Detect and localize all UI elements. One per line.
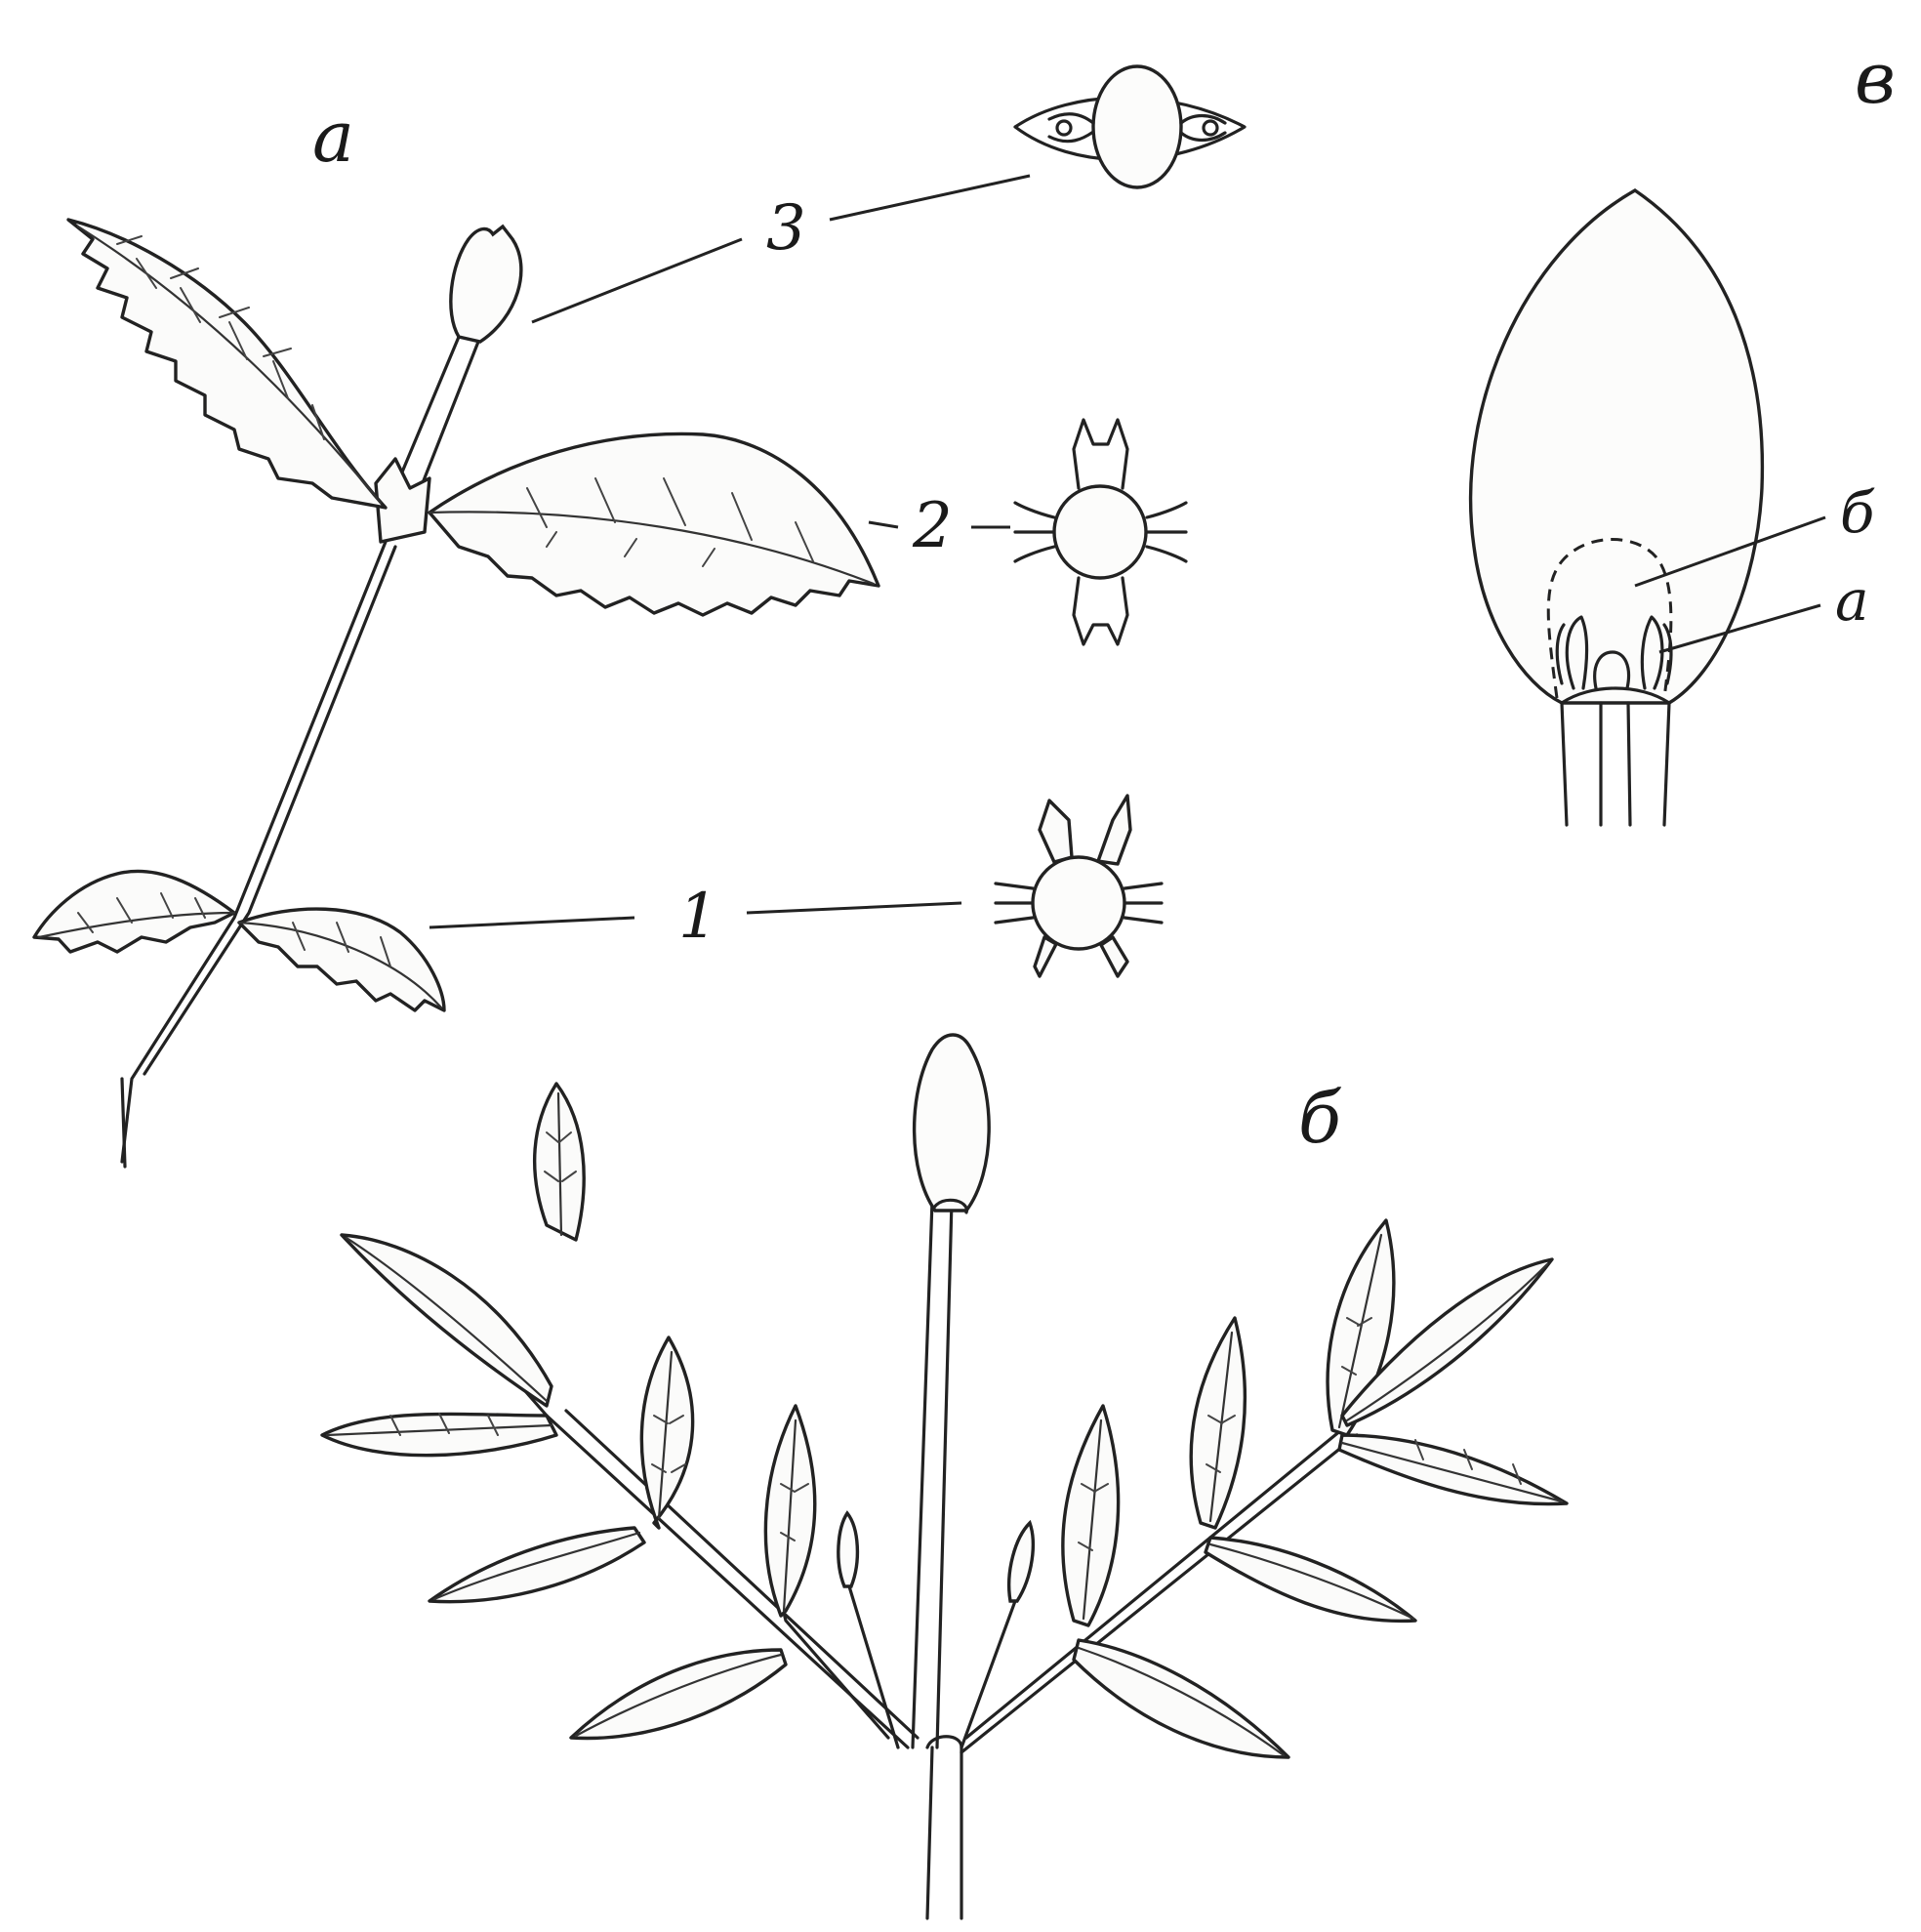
panel-b-shoot (322, 1035, 1567, 1918)
leaf-lower-left (34, 871, 234, 952)
panel-label-b: б (1298, 1077, 1342, 1159)
bud-part-label-b: б (1840, 479, 1875, 546)
cross-section-2 (1015, 420, 1186, 644)
leaf-upper-left (68, 220, 386, 508)
shoot-apical-bud (451, 226, 521, 342)
section-label-1: 1 (678, 881, 718, 953)
section-label-3: 3 (766, 192, 806, 265)
leaf-lower-right (239, 909, 444, 1010)
panel-label-a: a (312, 96, 354, 178)
cross-section-3 (1015, 66, 1245, 187)
panel-label-v: в (1855, 37, 1896, 119)
leaf-upper-right (429, 433, 879, 615)
section-label-2: 2 (912, 490, 953, 562)
panel-v-bud-section (1471, 190, 1825, 825)
bud-part-label-a: a (1835, 567, 1869, 634)
cross-section-1 (996, 796, 1162, 976)
right-leaflets (1063, 1220, 1567, 1757)
panel-a-shoot (34, 220, 879, 1167)
